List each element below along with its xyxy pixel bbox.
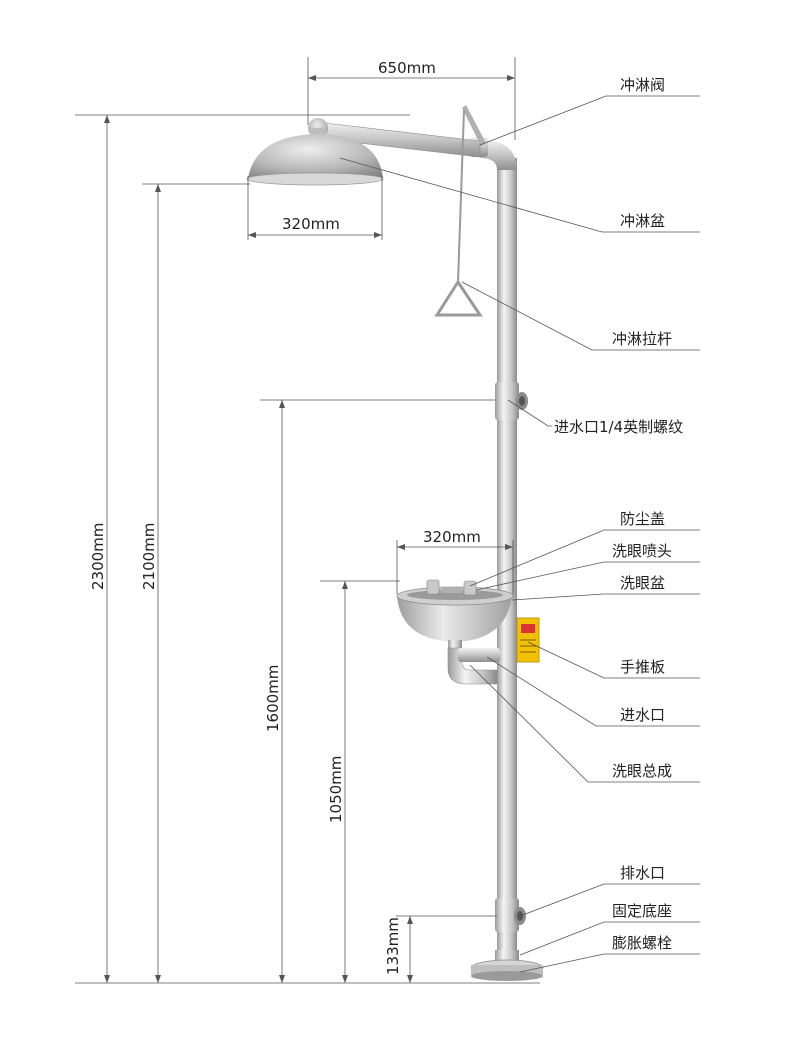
drain-tee [495, 898, 519, 932]
label-water-inlet: 进水口 [620, 706, 665, 724]
inlet-tee [495, 382, 519, 420]
dim-arm-width: 650mm [378, 59, 436, 77]
product-drawing [246, 105, 544, 981]
nozzle-left [426, 579, 440, 595]
pull-triangle [434, 279, 483, 317]
shower-head-rim [246, 172, 384, 186]
valve-lever [462, 105, 486, 146]
label-fixed-base: 固定底座 [612, 902, 672, 920]
label-shower-valve: 冲淋阀 [620, 76, 665, 94]
label-drain-outlet: 排水口 [620, 864, 665, 882]
dimension-arrows [104, 75, 515, 983]
main-pipe [497, 158, 517, 970]
dim-inlet-height: 1600mm [264, 665, 282, 732]
dim-shower-height: 2100mm [140, 523, 158, 590]
dimension-lines [75, 57, 540, 984]
label-shower-head: 冲淋盆 [620, 212, 665, 230]
inlet-valve [458, 648, 500, 662]
nozzle-right [463, 580, 477, 596]
top-elbow [480, 140, 517, 170]
pull-rod-line [457, 109, 465, 283]
dim-drain-height: 133mm [384, 917, 402, 975]
label-expansion-bolt: 膨胀螺栓 [612, 934, 672, 952]
shower-head-dome [248, 134, 383, 178]
label-water-inlet-thread: 进水口1/4英制螺纹 [554, 418, 683, 436]
label-push-plate: 手推板 [620, 658, 665, 676]
label-dust-cover: 防尘盖 [620, 510, 665, 528]
callout-leaders [339, 95, 700, 973]
dim-bowl-height: 1050mm [327, 756, 345, 823]
dim-shower-diameter: 320mm [282, 215, 340, 233]
eyewash-bowl [397, 595, 512, 642]
label-eyewash-nozzle: 洗眼喷头 [612, 542, 672, 560]
label-eyewash-assembly: 洗眼总成 [612, 762, 672, 780]
label-pull-rod: 冲淋拉杆 [612, 330, 672, 348]
dim-total-height: 2300mm [89, 523, 107, 590]
label-eyewash-bowl: 洗眼盆 [620, 574, 665, 592]
dim-bowl-diameter: 320mm [423, 528, 481, 546]
